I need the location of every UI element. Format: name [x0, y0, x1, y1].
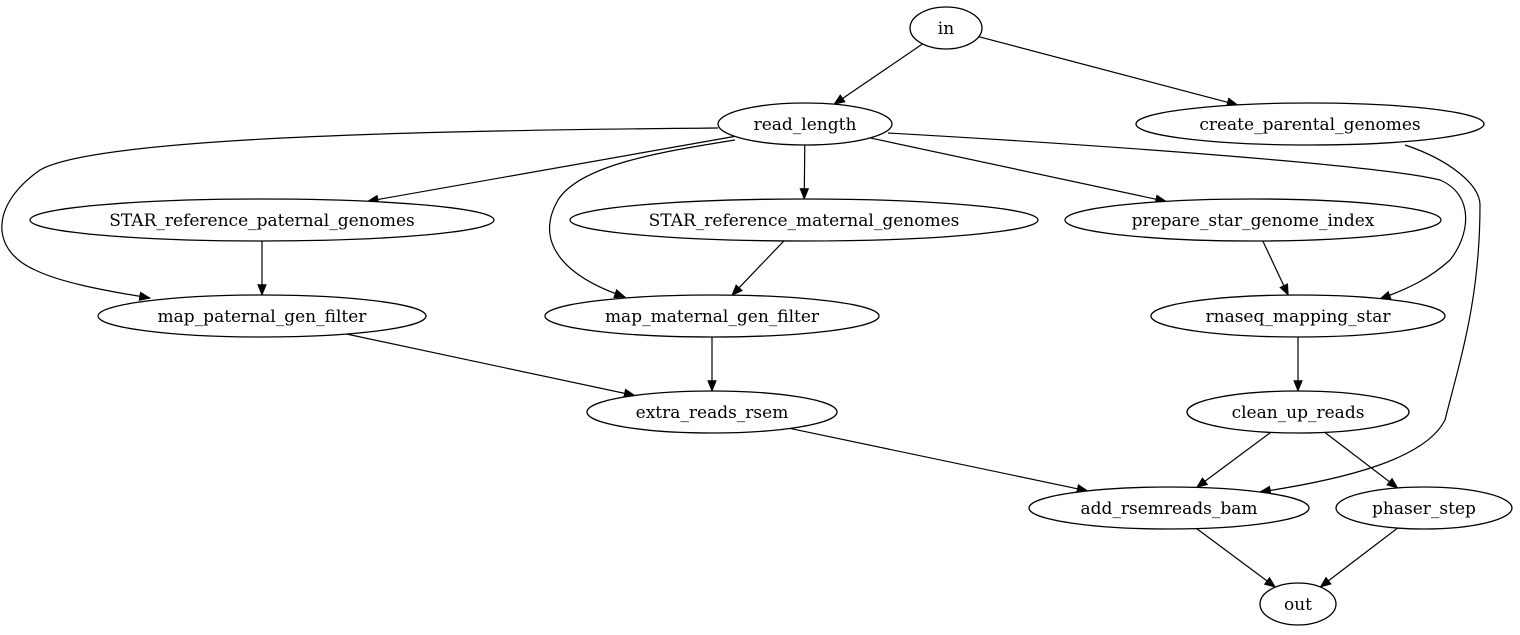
- node-label: create_parental_genomes: [1199, 115, 1420, 135]
- node-shape: [1150, 294, 1446, 338]
- edge-create_parental_genomes-to-add_rsemreads_bam: [1258, 144, 1481, 496]
- node-map_paternal_gen_filter: map_paternal_gen_filter: [97, 294, 427, 338]
- node-label: extra_reads_rsem: [636, 403, 789, 423]
- edge-arrow: [833, 43, 923, 105]
- edge-in-to-create_parental_genomes: [978, 36, 1239, 107]
- edge-map_paternal_gen_filter-to-extra_reads_rsem: [346, 333, 636, 398]
- edge-in-to-read_length: [833, 43, 923, 105]
- edges-layer: [1, 36, 1481, 588]
- edge-read_length-to-STAR_reference_paternal_genomes: [366, 135, 735, 205]
- edge-phaser_step-to-out: [1319, 527, 1399, 588]
- node-label: map_maternal_gen_filter: [605, 307, 820, 327]
- edge-arrow: [366, 135, 735, 205]
- node-shape: [97, 294, 427, 338]
- edge-arrow: [1, 127, 719, 302]
- edge-read_length-to-map_paternal_gen_filter: [1, 127, 719, 302]
- node-label: STAR_reference_paternal_genomes: [109, 211, 414, 231]
- edge-arrow: [978, 36, 1239, 107]
- edge-clean_up_reads-to-phaser_step: [1324, 431, 1399, 489]
- node-shape: [1064, 198, 1442, 242]
- node-clean_up_reads: clean_up_reads: [1186, 390, 1410, 434]
- node-map_maternal_gen_filter: map_maternal_gen_filter: [544, 294, 880, 338]
- edge-arrow: [1258, 144, 1481, 496]
- node-create_parental_genomes: create_parental_genomes: [1135, 102, 1485, 146]
- node-label: clean_up_reads: [1232, 403, 1365, 423]
- node-label: prepare_star_genome_index: [1132, 211, 1375, 231]
- edge-add_rsemreads_bam-to-out: [1196, 528, 1277, 588]
- edge-extra_reads_rsem-to-add_rsemreads_bam: [789, 427, 1089, 494]
- node-shape: [717, 102, 893, 146]
- node-read_length: read_length: [717, 102, 893, 146]
- node-label: phaser_step: [1372, 499, 1476, 519]
- edge-arrow: [1196, 528, 1277, 588]
- node-label: in: [938, 19, 954, 39]
- node-shape: [909, 6, 983, 50]
- edge-read_length-to-rnaseq_mapping_star: [887, 132, 1467, 300]
- edge-arrow: [789, 427, 1089, 494]
- edge-read_length-to-STAR_reference_maternal_genomes: [799, 144, 810, 201]
- node-shape: [1186, 390, 1410, 434]
- node-label: out: [1284, 595, 1312, 615]
- node-extra_reads_rsem: extra_reads_rsem: [586, 390, 838, 434]
- nodes-layer: in read_length create_parental_genomesSTAR…: [29, 6, 1513, 626]
- node-shape: [1135, 102, 1485, 146]
- edge-arrow: [799, 144, 810, 201]
- edge-clean_up_reads-to-add_rsemreads_bam: [1195, 431, 1272, 489]
- edge-prepare_star_genome_index-to-rnaseq_mapping_star: [1262, 240, 1289, 297]
- node-prepare_star_genome_index: prepare_star_genome_index: [1064, 198, 1442, 242]
- node-shape: [1335, 486, 1513, 530]
- edge-arrow: [346, 333, 636, 398]
- edge-arrow: [731, 240, 785, 297]
- edge-arrow: [869, 137, 1168, 204]
- node-rnaseq_mapping_star: rnaseq_mapping_star: [1150, 294, 1446, 338]
- edge-arrow: [549, 139, 736, 299]
- edge-read_length-to-prepare_star_genome_index: [869, 137, 1168, 204]
- node-shape: [569, 198, 1039, 242]
- node-label: add_rsemreads_bam: [1081, 499, 1258, 519]
- edge-arrow: [1324, 431, 1399, 489]
- edge-arrow: [1262, 240, 1289, 297]
- node-STAR_reference_paternal_genomes: STAR_reference_paternal_genomes: [29, 198, 495, 242]
- node-STAR_reference_maternal_genomes: STAR_reference_maternal_genomes: [569, 198, 1039, 242]
- edge-arrow: [1195, 431, 1272, 489]
- node-phaser_step: phaser_step: [1335, 486, 1513, 530]
- node-label: rnaseq_mapping_star: [1206, 307, 1392, 327]
- node-label: map_paternal_gen_filter: [158, 307, 368, 327]
- node-in: in: [909, 6, 983, 50]
- node-shape: [1028, 486, 1310, 530]
- node-label: STAR_reference_maternal_genomes: [649, 211, 960, 231]
- node-shape: [544, 294, 880, 338]
- edge-arrow: [1319, 527, 1399, 588]
- node-shape: [1259, 582, 1337, 626]
- edge-arrow: [887, 132, 1467, 300]
- node-label: read_length: [754, 115, 857, 135]
- node-out: out: [1259, 582, 1337, 626]
- node-shape: [29, 198, 495, 242]
- node-add_rsemreads_bam: add_rsemreads_bam: [1028, 486, 1310, 530]
- edge-read_length-to-map_maternal_gen_filter: [549, 139, 736, 299]
- node-shape: [586, 390, 838, 434]
- edge-STAR_reference_maternal_genomes-to-map_maternal_gen_filter: [731, 240, 785, 297]
